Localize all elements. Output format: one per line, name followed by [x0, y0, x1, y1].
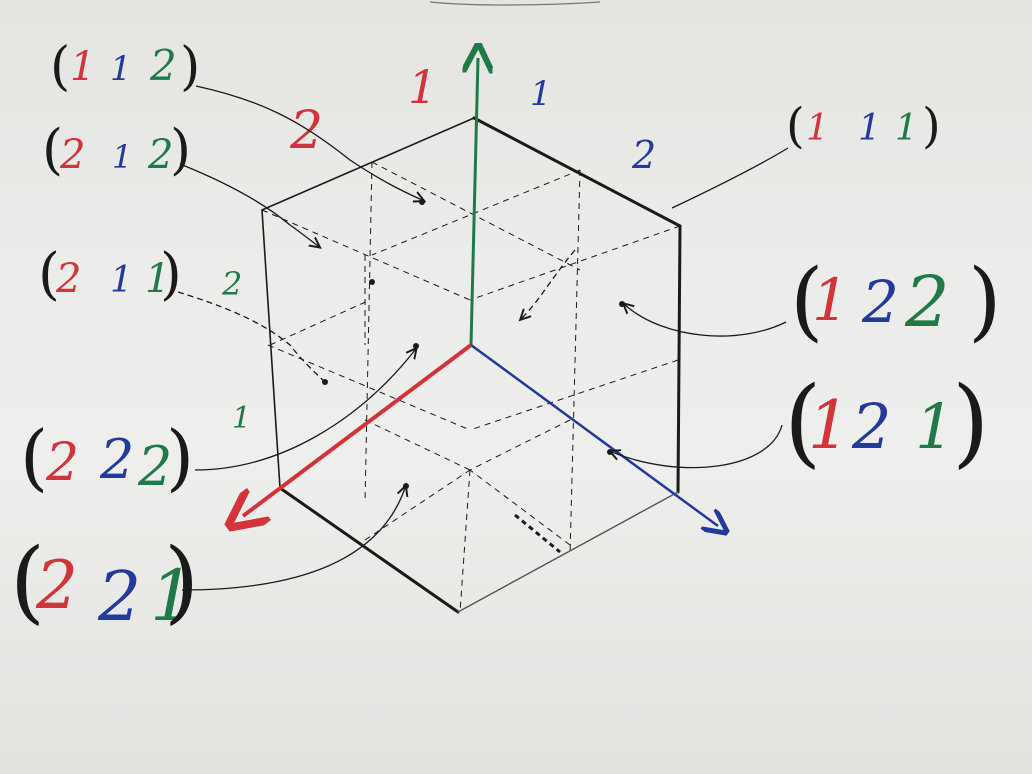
pointer-121 — [612, 424, 783, 469]
blue-axis-tick-label: 1 — [530, 74, 552, 114]
pointer-111 — [671, 147, 789, 209]
tuple-122-digit-2: 2 — [861, 268, 899, 336]
tuple-211-digit-3: 1 — [145, 256, 170, 302]
tuple-121-digit-3: 1 — [915, 390, 954, 463]
tuple-212-digit-1: 2 — [59, 132, 85, 178]
svg-text:(: ( — [42, 118, 63, 181]
pointer-inner — [522, 249, 576, 318]
pointer-122 — [625, 305, 787, 337]
tuple-112-digit-2: 1 — [110, 49, 132, 89]
tuple-211: ( 2 1 1 ) — [38, 242, 182, 307]
red-axis-tick-label: 2 — [289, 101, 323, 161]
cube-dashed-grid — [261, 161, 681, 613]
pointer-lines — [177, 85, 789, 591]
tuple-211-digit-2: 1 — [110, 260, 133, 301]
tuple-112-digit-3: 2 — [149, 41, 177, 90]
tuple-221-digit-1: 2 — [35, 547, 78, 624]
tuple-112-digit-1: 1 — [70, 44, 95, 90]
pointer-221 — [181, 488, 405, 591]
tuple-121: ( 1 2 1 ) — [784, 366, 989, 478]
tuple-121-digit-1: 1 — [808, 387, 850, 464]
cube-outline — [261, 116, 682, 614]
dashed-tail — [514, 513, 561, 554]
green-axis-tick-label: 2 — [221, 265, 242, 303]
svg-text:(: ( — [790, 251, 824, 351]
tuple-212: ( 2 1 2 ) — [42, 118, 191, 181]
cube-edge — [472, 116, 682, 228]
tuple-121-digit-2: 2 — [851, 390, 891, 463]
tuple-211-digit-1: 2 — [55, 256, 81, 302]
cell-dots — [322, 199, 625, 489]
svg-text:(: ( — [10, 529, 45, 634]
tuple-221: ( 2 2 1 ) — [10, 529, 199, 637]
tuple-122-digit-3: 2 — [904, 261, 950, 343]
tuple-222-digit-2: 2 — [99, 428, 134, 491]
tuple-111-digit-2: 1 — [858, 108, 881, 149]
tuple-111: ( 1 1 1 ) — [786, 98, 941, 154]
tuple-122-digit-1: 1 — [812, 266, 849, 334]
svg-text:): ) — [952, 366, 989, 478]
tuple-212-digit-2: 1 — [112, 138, 132, 176]
svg-text:(: ( — [20, 415, 48, 499]
cube-edge — [261, 209, 281, 489]
svg-text:): ) — [180, 37, 200, 97]
red-axis — [243, 343, 473, 516]
cube-edge — [278, 486, 460, 614]
tuple-222-digit-1: 2 — [45, 433, 79, 493]
green-axis — [471, 58, 478, 346]
svg-text:): ) — [968, 251, 1002, 351]
svg-text:(: ( — [786, 98, 805, 154]
cube-edge — [261, 117, 475, 211]
stray-mark — [429, 1, 601, 6]
pointer-112 — [195, 85, 422, 200]
svg-text:): ) — [166, 415, 194, 499]
pointer-211 — [177, 291, 326, 383]
tuple-221-digit-3: 1 — [150, 555, 195, 637]
cube-edge — [676, 224, 682, 494]
tuple-222: ( 2 2 2 ) — [20, 415, 194, 499]
red-axis-tick-label: 1 — [408, 60, 437, 114]
tuple-111-digit-1: 1 — [806, 108, 829, 149]
tuple-112: ( 1 1 2 ) — [50, 37, 200, 97]
svg-text:(: ( — [784, 366, 821, 478]
svg-text:): ) — [170, 118, 191, 181]
green-axis-tick-label: 1 — [232, 401, 251, 436]
svg-text:): ) — [164, 529, 199, 634]
svg-text:(: ( — [50, 37, 70, 97]
tuple-221-digit-2: 2 — [97, 558, 141, 637]
svg-text:(: ( — [38, 242, 60, 307]
blue-axis-tick-label: 2 — [631, 133, 656, 177]
pointer-222 — [194, 350, 415, 471]
tuple-111-digit-3: 1 — [895, 108, 918, 149]
svg-text:): ) — [160, 242, 182, 307]
pointer-212 — [179, 163, 318, 246]
blue-axis — [470, 343, 718, 526]
tuple-212-digit-3: 2 — [147, 132, 173, 178]
tuple-122: ( 1 2 2 ) — [790, 251, 1002, 351]
tuple-222-digit-3: 2 — [137, 435, 172, 498]
cube-edge — [457, 491, 679, 613]
svg-text:): ) — [922, 98, 941, 154]
